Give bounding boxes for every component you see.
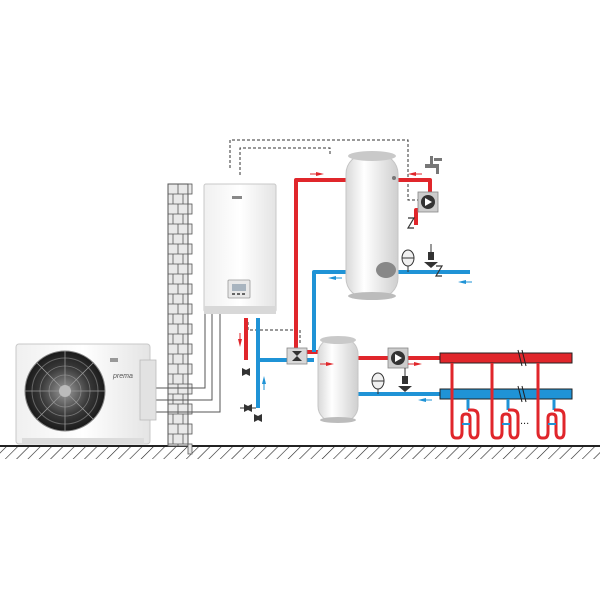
expansion-vessel-icon [401,249,415,272]
ground [0,445,600,459]
three-way-valve-icon [286,347,308,365]
faucet-icon [425,156,442,174]
safety-valve-icon [424,244,444,277]
underfloor-loop [490,363,520,440]
heating-pump-icon [387,347,409,369]
flow-arrow-icon [238,172,472,402]
check-valve-icon [406,217,416,229]
brick-wall [167,183,193,455]
buffer-tank [317,336,359,423]
loops-ellipsis: ... [520,415,529,427]
underfloor-manifold [439,349,573,403]
indoor-unit [203,183,277,314]
heating-expansion-vessel-icon [371,372,385,394]
ball-valve-icon [242,368,262,422]
pump-icon [417,191,439,213]
underfloor-loop [450,363,480,440]
outdoor-unit: prema [15,343,157,445]
outdoor-indoor-connections [148,310,221,413]
expansion-vessel-indoor-icon [240,404,256,412]
underfloor-loop [536,363,566,440]
indoor-brand-badge [232,196,242,199]
heating-safety-valve-icon [398,368,412,392]
brand-badge [110,358,118,362]
underfloor-loops [450,363,566,440]
tank-heater-flange [376,262,396,278]
brand-logo-text: prema [112,373,133,380]
dhw-tank [345,151,399,300]
fan-icon [24,350,106,432]
control-wiring [229,139,430,345]
control-panel-icon [227,279,251,299]
